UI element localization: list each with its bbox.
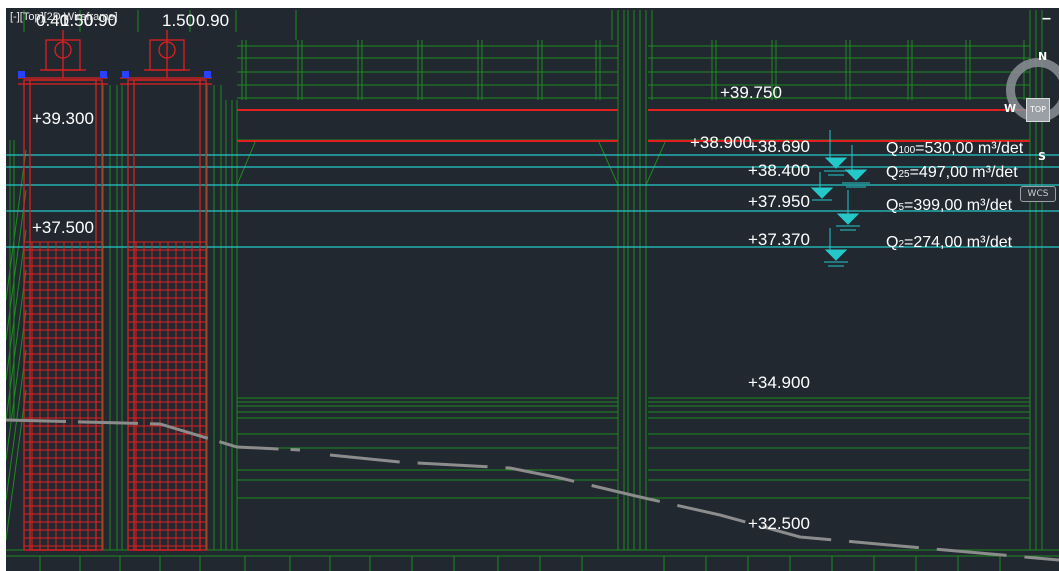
baseline-ticks (39, 556, 1001, 571)
compass-west[interactable]: W (1004, 102, 1017, 115)
elev-37950: +37.950 (748, 192, 810, 211)
elev-38400: +38.400 (748, 161, 810, 180)
dim-2: 0.90 (196, 11, 229, 30)
q2-label: Q2=274,00 m³/det (886, 234, 1013, 251)
q5-label: Q5=399,00 m³/det (886, 197, 1013, 214)
water-levels (6, 154, 1059, 248)
compass-north[interactable]: N (1038, 50, 1048, 63)
q100-label: Q100=530,00 m³/det (886, 140, 1024, 157)
wcs-menu[interactable]: WCS (1020, 186, 1056, 202)
dim-1: 1.50 (162, 11, 195, 30)
minimize-icon[interactable]: – (1042, 10, 1051, 27)
elev-38690: +38.690 (748, 137, 810, 156)
viewport-controls[interactable]: [-][Top][2D Wireframe] (10, 11, 118, 23)
water-level-markers (810, 130, 870, 267)
elev-39750: +39.750 (720, 83, 782, 102)
deck-red-lines (237, 109, 1030, 142)
ground-line (6, 418, 1059, 562)
compass-south[interactable]: S (1038, 150, 1046, 163)
viewcube[interactable]: N W S TOP WCS (1002, 46, 1059, 202)
drawing-viewport[interactable]: 0.90 1.50 0.90 0.40 1.50 +39.750 +39.300… (6, 8, 1059, 571)
q25-label: Q25=497,00 m³/det (886, 164, 1018, 181)
elev-34900: +34.900 (748, 373, 810, 392)
elev-37370: +37.370 (748, 230, 810, 249)
dim-0: 0.90 (84, 11, 117, 30)
elev-37500: +37.500 (32, 218, 94, 237)
gate-grid (23, 241, 206, 550)
dim-4: 1.50 (60, 11, 93, 30)
dim-3: 0.40 (36, 11, 69, 30)
elev-38900: +38.900 (690, 133, 752, 152)
structure-lines (6, 10, 1059, 557)
cad-drawing[interactable]: 0.90 1.50 0.90 0.40 1.50 +39.750 +39.300… (6, 8, 1059, 571)
hoist-blue (18, 71, 211, 78)
discharge-labels: Q100=530,00 m³/det Q25=497,00 m³/det Q5=… (886, 140, 1024, 251)
elevation-labels: 0.90 1.50 0.90 0.40 1.50 +39.750 +39.300… (32, 11, 810, 533)
viewcube-top-face[interactable]: TOP (1026, 98, 1050, 122)
elev-32500: +32.500 (748, 514, 810, 533)
embankment-hatch (6, 149, 27, 541)
elev-39300: +39.300 (32, 109, 94, 128)
